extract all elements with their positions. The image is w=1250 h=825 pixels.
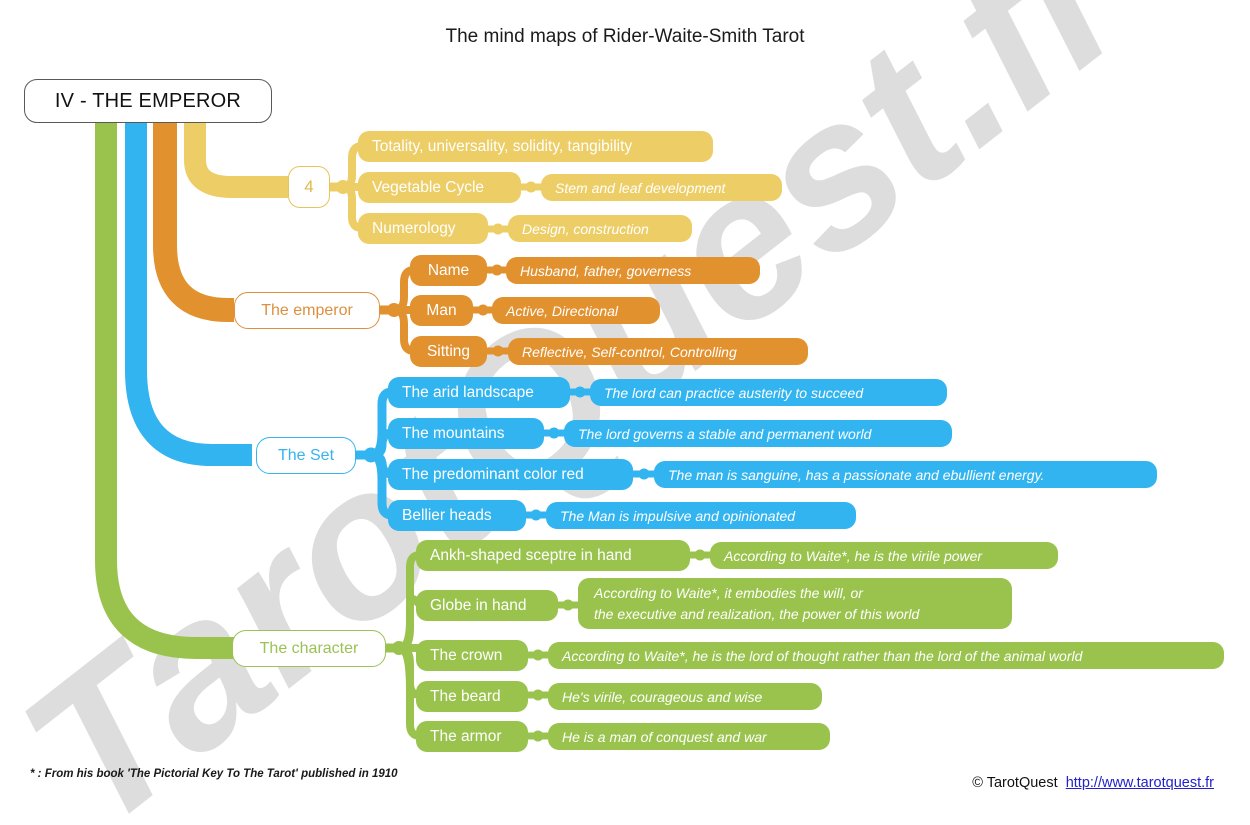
detail-node[interactable]: Husband, father, governess xyxy=(506,257,760,284)
branch-label: 4 xyxy=(304,177,314,196)
leaf-label: The mountains xyxy=(402,424,505,442)
detail-node[interactable]: Design, construction xyxy=(508,215,692,242)
leaf-label: Ankh-shaped sceptre in hand xyxy=(430,546,632,564)
detail-node[interactable]: According to Waite*, he is the virile po… xyxy=(710,542,1058,569)
detail-text: The man is sanguine, has a passionate an… xyxy=(668,466,1045,483)
leaf-node[interactable]: The armor xyxy=(416,721,528,752)
detail-text: The Man is impulsive and opinionated xyxy=(560,507,796,524)
trunk-yellow xyxy=(184,122,288,198)
leaf-node[interactable]: Numerology xyxy=(358,213,488,244)
branch-node-the-emperor[interactable]: The emperor xyxy=(234,292,380,329)
copyright-url-link[interactable]: http://www.tarotquest.fr xyxy=(1065,775,1214,791)
branch-node-the-character[interactable]: The character xyxy=(232,630,386,667)
detail-text: He is a man of conquest and war xyxy=(562,728,767,745)
leaf-node[interactable]: Totality, universality, solidity, tangib… xyxy=(358,131,713,162)
detail-text: The lord governs a stable and permanent … xyxy=(578,425,872,442)
detail-text: Active, Directional xyxy=(506,302,619,319)
leaf-label: Globe in hand xyxy=(430,596,527,614)
leaf-label: Totality, universality, solidity, tangib… xyxy=(372,137,633,155)
leaf-node[interactable]: The mountains xyxy=(388,418,544,449)
leaf-label: Vegetable Cycle xyxy=(372,178,485,196)
copyright-owner: © TarotQuest xyxy=(972,775,1058,791)
copyright-line: © TarotQuest http://www.tarotquest.fr xyxy=(972,775,1214,791)
branch-label: The Set xyxy=(277,446,335,464)
trunk-green xyxy=(95,122,238,659)
detail-node[interactable]: He's virile, courageous and wise xyxy=(548,683,822,710)
trunk-orange xyxy=(153,122,234,322)
trunk-blue xyxy=(125,122,252,466)
leaf-label: The predominant color red xyxy=(402,465,584,483)
leaf-node[interactable]: Man xyxy=(410,295,473,326)
root-node[interactable]: IV - THE EMPEROR xyxy=(24,79,272,123)
detail-node[interactable]: The lord can practice austerity to succe… xyxy=(590,379,947,406)
detail-text: The lord can practice austerity to succe… xyxy=(604,384,864,401)
leaf-label: Man xyxy=(426,301,457,319)
detail-node[interactable]: He is a man of conquest and war xyxy=(548,723,830,750)
detail-text: Reflective, Self-control, Controlling xyxy=(522,343,737,360)
detail-node[interactable]: According to Waite*, it embodies the wil… xyxy=(578,578,1012,629)
leaf-node[interactable]: The arid landscape xyxy=(388,377,570,408)
leaf-label: The arid landscape xyxy=(402,383,534,401)
detail-node[interactable]: Stem and leaf development xyxy=(541,174,782,201)
detail-text: According to Waite*, it embodies the wil… xyxy=(594,585,920,622)
branch-node-numerology[interactable]: 4 xyxy=(288,166,330,208)
detail-node[interactable]: According to Waite*, he is the lord of t… xyxy=(548,642,1224,669)
leaf-node[interactable]: Bellier heads xyxy=(388,500,526,531)
detail-text: He's virile, courageous and wise xyxy=(562,688,763,705)
leaf-node[interactable]: Globe in hand xyxy=(416,590,558,621)
detail-text: According to Waite*, he is the virile po… xyxy=(724,547,983,564)
detail-node[interactable]: The man is sanguine, has a passionate an… xyxy=(654,461,1157,488)
detail-node[interactable]: The lord governs a stable and permanent … xyxy=(564,420,952,447)
leaf-node[interactable]: Vegetable Cycle xyxy=(358,172,521,203)
footnote: * : From his book 'The Pictorial Key To … xyxy=(30,768,398,780)
leaf-label: Name xyxy=(427,261,470,279)
detail-text: Design, construction xyxy=(522,220,649,237)
leaf-label: Sitting xyxy=(426,342,471,360)
page-title: The mind maps of Rider-Waite-Smith Tarot xyxy=(445,26,805,47)
leaf-node[interactable]: The beard xyxy=(416,681,528,712)
leaf-label: The crown xyxy=(430,646,503,664)
leaf-node[interactable]: Ankh-shaped sceptre in hand xyxy=(416,540,690,571)
detail-node[interactable]: Reflective, Self-control, Controlling xyxy=(508,338,808,365)
detail-text: Husband, father, governess xyxy=(520,262,692,279)
leaf-node[interactable]: The crown xyxy=(416,640,528,671)
leaf-node[interactable]: The predominant color red xyxy=(388,459,633,490)
branch-label: The emperor xyxy=(261,301,353,319)
leaf-label: Bellier heads xyxy=(402,506,492,524)
leaf-label: Numerology xyxy=(372,219,456,237)
leaf-label: The beard xyxy=(430,687,501,705)
leaf-node[interactable]: Sitting xyxy=(410,336,487,367)
leaf-label: The armor xyxy=(430,727,502,745)
detail-node[interactable]: Active, Directional xyxy=(492,297,660,324)
detail-node[interactable]: The Man is impulsive and opinionated xyxy=(546,502,856,529)
branch-label: The character xyxy=(259,639,359,657)
detail-text: Stem and leaf development xyxy=(555,179,726,196)
branch-node-the-set[interactable]: The Set xyxy=(256,437,356,474)
leaf-node[interactable]: Name xyxy=(410,255,487,286)
detail-text: According to Waite*, he is the lord of t… xyxy=(562,647,1083,664)
